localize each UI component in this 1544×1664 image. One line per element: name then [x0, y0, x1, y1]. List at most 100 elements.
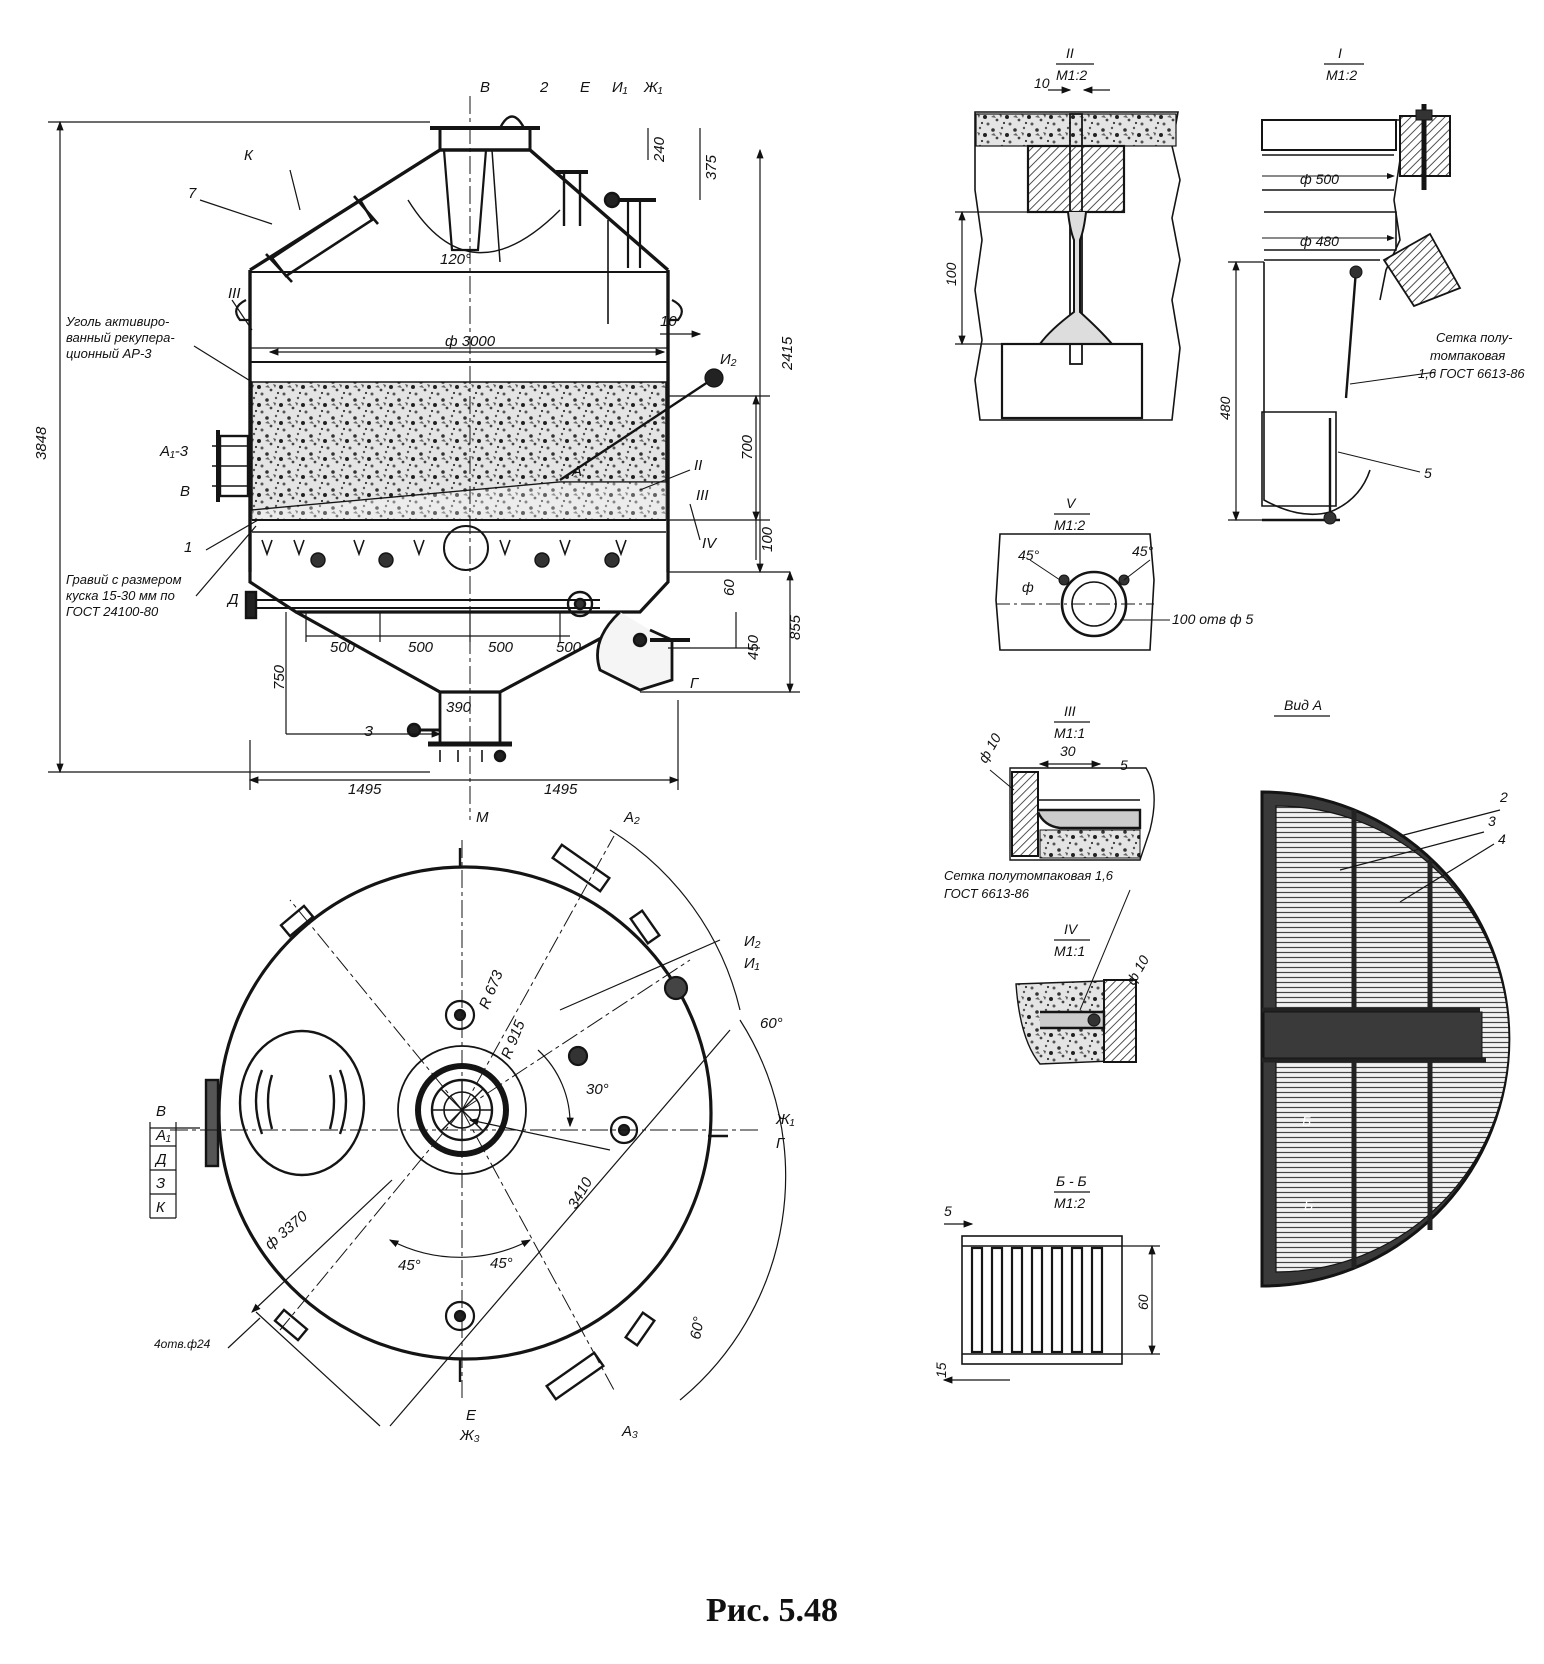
plan-stack-d: Д — [154, 1151, 167, 1168]
plan-label-a3: А₃ — [621, 1423, 638, 1440]
plan-label-i2: И₂ — [744, 933, 761, 950]
plan-dim-r673: R 673 — [476, 967, 507, 1011]
detail-i-scale: М1:2 — [1326, 67, 1357, 83]
label-iii-right: III — [696, 487, 709, 504]
detail-ii-text: II М1:2 10 100 — [943, 45, 1087, 286]
rim-lugs — [204, 843, 728, 1401]
label-v-side: В — [180, 483, 190, 500]
plan-dim-60a: 60° — [760, 1015, 783, 1032]
detail-v-text: V М1:2 45° 45° ф 100 отв ф 5 — [1018, 495, 1253, 627]
detail-iii — [989, 721, 1155, 861]
detail-i-title: I — [1338, 45, 1342, 61]
plan-dim-45b: 45° — [490, 1255, 513, 1272]
section-bb-scale: М1:2 — [1054, 1195, 1085, 1211]
label-coal-2: ванный рекупера- — [66, 330, 175, 345]
dim-60: 60 — [721, 579, 738, 596]
plan-dim-3410: 3410 — [565, 1174, 597, 1212]
label-i2: И₂ — [720, 351, 737, 368]
label-gravel-1: Гравий с размером — [66, 572, 182, 587]
label-ii: II — [694, 457, 702, 474]
dim-855: 855 — [787, 614, 804, 640]
section-bb-text: Б - Б М1:2 5 60 15 — [933, 1173, 1151, 1378]
detail-ii-dim-10: 10 — [1034, 75, 1050, 91]
dim-375: 375 — [703, 154, 720, 180]
plan-label-i1: И₁ — [744, 955, 760, 972]
view-a-title: Вид А — [1284, 697, 1322, 713]
detail-v-angle-b: 45° — [1132, 543, 1154, 559]
label-z: З — [364, 723, 373, 740]
detail-v-scale: М1:2 — [1054, 517, 1085, 533]
bottom-cone — [248, 572, 670, 614]
plan-dim-45a: 45° — [398, 1257, 421, 1274]
view-a-pos-2: 2 — [1499, 789, 1508, 805]
detail-i — [1228, 63, 1462, 525]
view-a-b2: Б — [1304, 1197, 1313, 1213]
detail-v-title: V — [1066, 495, 1077, 511]
section-bb-title: Б - Б — [1056, 1173, 1087, 1189]
detail-iii-mesh-1: Сетка полутомпаковая 1,6 — [944, 868, 1114, 883]
label-e: Е — [580, 79, 591, 96]
dim-total-height: 3848 — [33, 426, 50, 460]
detail-ii-dim-100: 100 — [943, 262, 959, 286]
detail-iii-mesh-2: ГОСТ 6613-86 — [944, 886, 1030, 901]
view-a-text: Вид А 2 3 4 Б Б — [1284, 697, 1508, 1213]
dim-390: 390 — [446, 699, 472, 716]
plan-label-g: Г — [776, 1135, 786, 1152]
plan-label-e: Е — [466, 1407, 477, 1424]
detail-i-mesh-3: 1,6 ГОСТ 6613-86 — [1418, 366, 1525, 381]
label-zh1: Ж₁ — [643, 79, 663, 96]
label-gravel-3: ГОСТ 24100-80 — [66, 604, 159, 619]
dim-450: 450 — [745, 634, 762, 660]
section-bb-dim-60: 60 — [1135, 1294, 1151, 1310]
label-a: А — [571, 463, 582, 480]
view-a-pos-4: 4 — [1498, 831, 1506, 847]
view-a-b1: Б — [1302, 1113, 1311, 1129]
plan-dim-holes: 4отв.ф24 — [154, 1337, 211, 1351]
section-bb — [942, 1191, 1160, 1384]
plan-view — [150, 829, 787, 1427]
manhole-plan — [238, 1029, 366, 1177]
plan-stack-z: З — [156, 1175, 165, 1192]
detail-iii-title: III — [1064, 703, 1076, 719]
label-g: Г — [690, 675, 700, 692]
plan-stack-k: К — [156, 1199, 166, 1216]
label-pos-7: 7 — [188, 185, 197, 202]
detail-i-d480: ф 480 — [1300, 233, 1339, 249]
plan-dimension-lines — [150, 829, 787, 1427]
label-coal-3: ционный АР-3 — [66, 346, 152, 361]
detail-i-d500: ф 500 — [1300, 171, 1339, 187]
detail-i-h480: 480 — [1217, 396, 1233, 420]
gravel-layer — [251, 481, 667, 521]
detail-iv-phi10: ф 10 — [1123, 952, 1153, 987]
view-a-pos-3: 3 — [1488, 813, 1496, 829]
detail-iv — [1015, 889, 1137, 1065]
view-a — [1260, 715, 1511, 1288]
detail-ii — [955, 63, 1181, 421]
label-iii: III — [228, 285, 241, 302]
small-nozzles — [444, 975, 689, 1332]
detail-iii-dim-30: 30 — [1060, 743, 1076, 759]
label-i1: И₁ — [612, 79, 628, 96]
detail-iii-pos-5: 5 — [1120, 757, 1128, 773]
dim-750: 750 — [271, 664, 288, 690]
dim-10: 10 — [660, 313, 677, 330]
dim-left-1495: 1495 — [348, 781, 382, 798]
dim-500-4: 500 — [556, 639, 582, 656]
label-m: М — [476, 809, 489, 826]
detail-v-holes: 100 отв ф 5 — [1172, 611, 1253, 627]
plan-centerlines — [170, 835, 760, 1400]
label-v: В — [480, 79, 490, 96]
plan-label-zh3: Ж₃ — [459, 1427, 480, 1444]
detail-iv-scale: М1:1 — [1054, 943, 1085, 959]
plan-stack-a1: А₁ — [155, 1127, 171, 1144]
plan-dim-60b: 60° — [687, 1315, 708, 1340]
detail-v-angle-a: 45° — [1018, 547, 1040, 563]
detail-ii-title: II — [1066, 45, 1074, 61]
detail-iii-scale: М1:1 — [1054, 725, 1085, 741]
label-d: Д — [226, 591, 239, 608]
dim-500-3: 500 — [488, 639, 514, 656]
label-pos-2: 2 — [539, 79, 549, 96]
main-elevation-view — [48, 96, 800, 820]
plan-dim-30: 30° — [586, 1081, 609, 1098]
